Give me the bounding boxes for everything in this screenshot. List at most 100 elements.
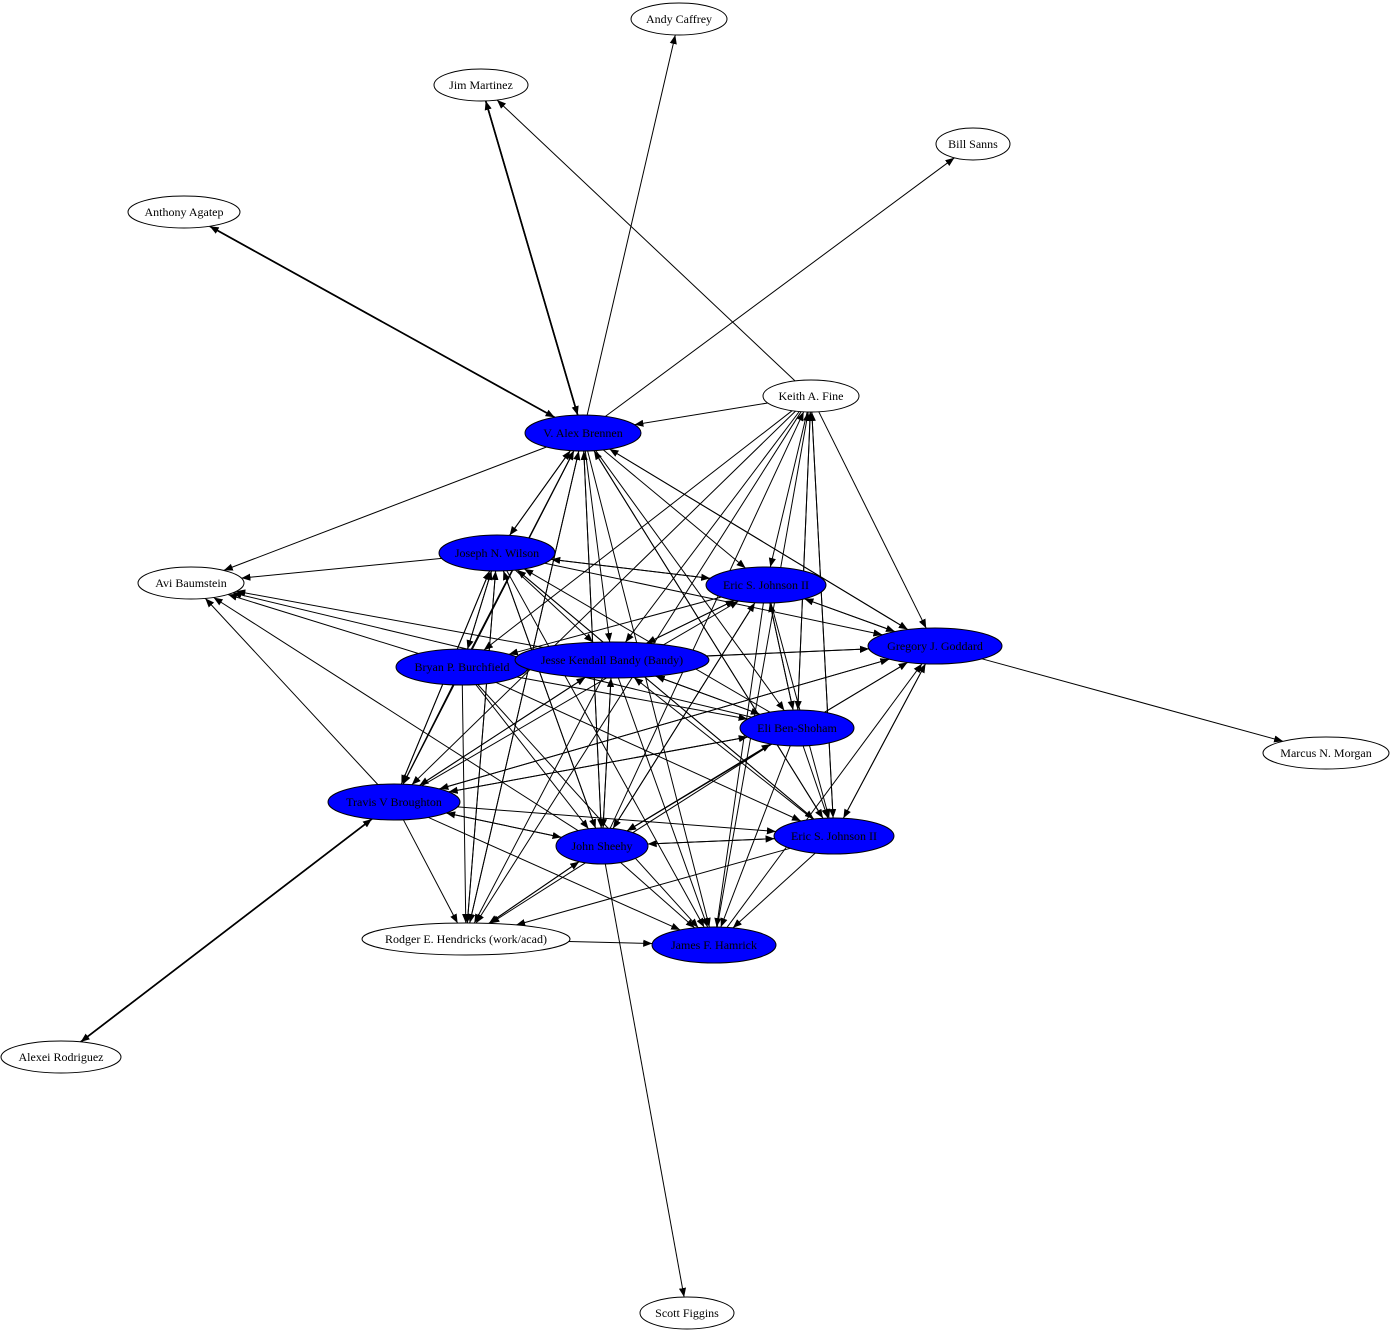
- edge-eric2-to-james: [732, 852, 816, 929]
- node-ellipse-alexei[interactable]: [0, 1040, 122, 1074]
- node-ellipse-travis[interactable]: [327, 783, 461, 821]
- node-keith[interactable]: Keith A. Fine: [762, 379, 860, 413]
- edge-keith-to-jim: [496, 99, 796, 382]
- node-label-anthony: Anthony Agatep: [145, 205, 224, 219]
- node-james[interactable]: James F. Hamrick: [651, 926, 777, 964]
- node-label-eric1: Eric S. Johnson II: [723, 578, 809, 592]
- node-ellipse-eric2[interactable]: [773, 817, 895, 855]
- node-eric1[interactable]: Eric S. Johnson II: [705, 566, 827, 604]
- edge-alex-to-kendall: [584, 450, 613, 643]
- node-label-andy: Andy Caffrey: [646, 12, 712, 26]
- edge-kendall-to-eric1: [646, 599, 735, 644]
- edge-alex-to-avi: [223, 446, 547, 571]
- edge-travis-to-avi: [204, 598, 379, 785]
- node-alex[interactable]: V. Alex Brennen: [524, 414, 642, 452]
- edge-keith-to-kendall: [625, 411, 800, 643]
- node-label-james: James F. Hamrick: [671, 938, 757, 952]
- edge-alex-to-eric1: [602, 449, 746, 569]
- edge-bryan-to-joseph: [467, 570, 493, 650]
- node-ellipse-benshoham[interactable]: [739, 709, 855, 747]
- node-label-joseph: Joseph N. Wilson: [455, 546, 539, 560]
- edge-john-to-scott: [604, 863, 687, 1298]
- edge-john-to-eric1: [612, 602, 756, 829]
- node-benshoham[interactable]: Eli Ben-Shoham: [739, 709, 855, 747]
- edge-gregory-to-alex: [609, 448, 909, 630]
- node-ellipse-john[interactable]: [555, 827, 649, 865]
- edge-john-to-james: [620, 862, 696, 929]
- edge-alex-to-andy: [586, 34, 677, 416]
- edge-bryan-to-avi: [227, 593, 419, 654]
- node-avi[interactable]: Avi Baumstein: [137, 566, 245, 600]
- node-label-john: John Sheehy: [572, 839, 633, 853]
- node-label-bill: Bill Sanns: [948, 137, 998, 151]
- edge-travis-to-alex: [402, 450, 575, 785]
- edge-travis-to-eric2: [457, 806, 776, 835]
- node-ellipse-james[interactable]: [651, 926, 777, 964]
- node-jim[interactable]: Jim Martinez: [433, 68, 529, 102]
- node-ellipse-scott[interactable]: [639, 1296, 735, 1330]
- edge-john-to-kendall: [602, 677, 615, 829]
- edge-eric2-to-alex: [593, 450, 824, 819]
- node-ellipse-joseph[interactable]: [438, 534, 556, 572]
- node-marcus[interactable]: Marcus N. Morgan: [1262, 736, 1390, 770]
- node-scott[interactable]: Scott Figgins: [639, 1296, 735, 1330]
- node-ellipse-anthony[interactable]: [127, 195, 241, 229]
- edge-john-to-travis: [446, 811, 562, 838]
- node-label-gregory: Gregory J. Goddard: [887, 639, 983, 653]
- node-ellipse-avi[interactable]: [137, 566, 245, 600]
- node-bill[interactable]: Bill Sanns: [935, 127, 1011, 161]
- node-ellipse-eric1[interactable]: [705, 566, 827, 604]
- node-andy[interactable]: Andy Caffrey: [630, 2, 728, 36]
- edge-eric2-to-rodger: [515, 847, 791, 927]
- edge-benshoham-to-james: [720, 745, 791, 928]
- node-ellipse-rodger[interactable]: [361, 922, 571, 956]
- edge-keith-to-alex: [634, 402, 768, 427]
- edge-bryan-to-james: [477, 684, 699, 928]
- node-gregory[interactable]: Gregory J. Goddard: [867, 627, 1003, 665]
- edge-eric2-to-kendall: [633, 677, 814, 820]
- node-label-scott: Scott Figgins: [655, 1306, 719, 1320]
- edge-kendall-to-rodger: [473, 677, 604, 924]
- node-ellipse-gregory[interactable]: [867, 627, 1003, 665]
- edge-john-to-joseph: [502, 570, 597, 829]
- node-ellipse-kendall[interactable]: [514, 641, 710, 679]
- edge-gregory-to-eric1: [804, 598, 896, 633]
- edge-keith-to-bryan: [483, 410, 793, 651]
- edge-alex-to-benshoham: [595, 450, 785, 711]
- edge-rodger-to-joseph: [466, 570, 499, 924]
- node-label-keith: Keith A. Fine: [779, 389, 844, 403]
- node-joseph[interactable]: Joseph N. Wilson: [438, 534, 556, 572]
- node-travis[interactable]: Travis V Broughton: [327, 783, 461, 821]
- edge-keith-to-gregory: [818, 411, 927, 629]
- edge-gregory-to-marcus: [981, 658, 1284, 743]
- node-alexei[interactable]: Alexei Rodriguez: [0, 1040, 122, 1074]
- edge-alex-to-anthony: [209, 225, 555, 418]
- edge-eric2-to-john: [647, 838, 775, 848]
- node-eric2[interactable]: Eric S. Johnson II: [773, 817, 895, 855]
- edge-eric1-to-joseph: [551, 556, 711, 579]
- edge-travis-to-gregory: [439, 658, 890, 790]
- node-ellipse-jim[interactable]: [433, 68, 529, 102]
- node-ellipse-alex[interactable]: [524, 414, 642, 452]
- node-kendall[interactable]: Jesse Kendall Bandy (Bandy): [514, 641, 710, 679]
- edge-john-to-avi: [213, 597, 579, 832]
- edge-travis-to-rodger: [402, 819, 459, 924]
- node-ellipse-marcus[interactable]: [1262, 736, 1390, 770]
- edge-james-to-gregory: [726, 663, 923, 928]
- edge-eric2-to-gregory: [842, 663, 926, 819]
- node-john[interactable]: John Sheehy: [555, 827, 649, 865]
- node-ellipse-keith[interactable]: [762, 379, 860, 413]
- edge-travis-to-benshoham: [448, 735, 748, 793]
- node-rodger[interactable]: Rodger E. Hendricks (work/acad): [361, 922, 571, 956]
- node-label-rodger: Rodger E. Hendricks (work/acad): [385, 932, 547, 946]
- edge-jim-to-alex: [484, 100, 579, 416]
- node-anthony[interactable]: Anthony Agatep: [127, 195, 241, 229]
- edge-eric2-to-keith: [808, 411, 834, 819]
- node-ellipse-bill[interactable]: [935, 127, 1011, 161]
- edge-joseph-to-kendall: [515, 569, 594, 643]
- edge-alexei-to-travis: [80, 818, 373, 1043]
- node-bryan[interactable]: Bryan P. Burchfield: [395, 648, 529, 686]
- node-ellipse-andy[interactable]: [630, 2, 728, 36]
